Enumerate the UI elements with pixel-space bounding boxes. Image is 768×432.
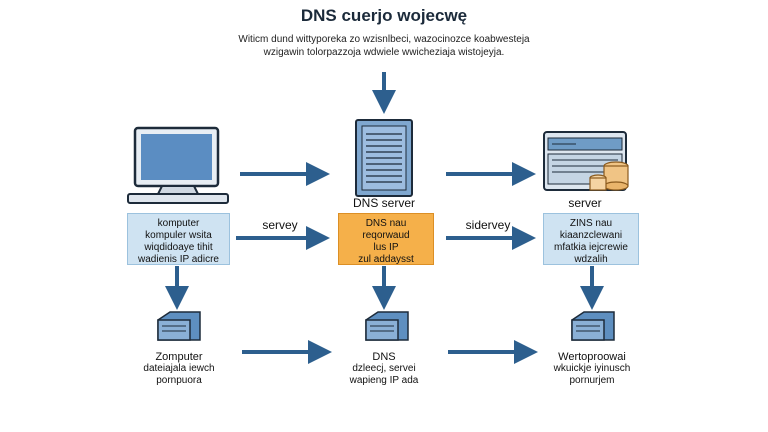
label-line: Zomputer <box>155 351 203 363</box>
subtitle-line: wzigawin tolorpazzoja wdwiele wwicheziaj… <box>263 47 505 58</box>
bottom-right-label: Wertoproowai wkuickje iyinusch pornurjem <box>536 351 648 387</box>
box-line: wadienis IP adicre <box>138 254 219 265</box>
server-database-icon <box>543 131 629 191</box>
label-line: pornurjem <box>569 375 615 386</box>
box-line: mfatkia iejcrewie <box>554 242 628 253</box>
server-right-label: server <box>568 196 602 210</box>
box-line: reqorwaud <box>362 230 410 241</box>
server-box-icon <box>157 311 201 341</box>
server-tower-icon <box>355 119 413 197</box>
subtitle-line: Witicm dund wittyporeka zo wzisnlbeci, w… <box>238 34 530 45</box>
box-dns: DNS nau reqorwaud lus IP zul addaysst <box>338 213 434 265</box>
box-line: wdzalih <box>574 254 608 265</box>
server-box-icon <box>571 311 615 341</box>
arrow-label-right: sidervey <box>465 218 511 232</box>
box-line: DNS nau <box>365 218 407 229</box>
server-box-icon <box>365 311 409 341</box>
label-line: wkuickje iyinusch <box>553 363 631 374</box>
box-line: wiqdidoaye tihit <box>144 242 213 253</box>
server-top-label: DNS server <box>352 196 415 210</box>
bottom-center-label: DNS dzleecj, servei wapieng IP ada <box>328 351 440 387</box>
diagram-subtitle: Witicm dund wittyporeka zo wzisnlbeci, w… <box>150 33 618 59</box>
box-line: ZINS nau <box>569 218 613 229</box>
diagram-title: DNS cuerjo wojecwę <box>300 6 468 25</box>
bottom-left-label: Zomputer dateiajala iewch pornpuora <box>120 351 238 387</box>
computer-monitor-icon <box>127 126 229 204</box>
label-line: DNS <box>372 351 396 363</box>
label-line: pornpuora <box>156 375 202 386</box>
label-line: dateiajala iewch <box>143 363 215 374</box>
box-line: lus IP <box>373 242 399 253</box>
box-server: ZINS nau kiaanzclewani mfatkia iejcrewie… <box>543 213 639 265</box>
box-line: zul addaysst <box>358 254 414 265</box>
box-line: kiaanzclewani <box>559 230 623 241</box>
label-line: Wertoproowai <box>558 351 626 363</box>
label-line: wapieng IP ada <box>349 375 419 386</box>
box-client: komputer kompuler wsita wiqdidoaye tihit… <box>127 213 230 265</box>
label-line: dzleecj, servei <box>352 363 416 374</box>
box-line: kompuler wsita <box>145 230 212 241</box>
box-line: komputer <box>157 218 200 229</box>
arrow-label-left: servey <box>262 218 298 232</box>
